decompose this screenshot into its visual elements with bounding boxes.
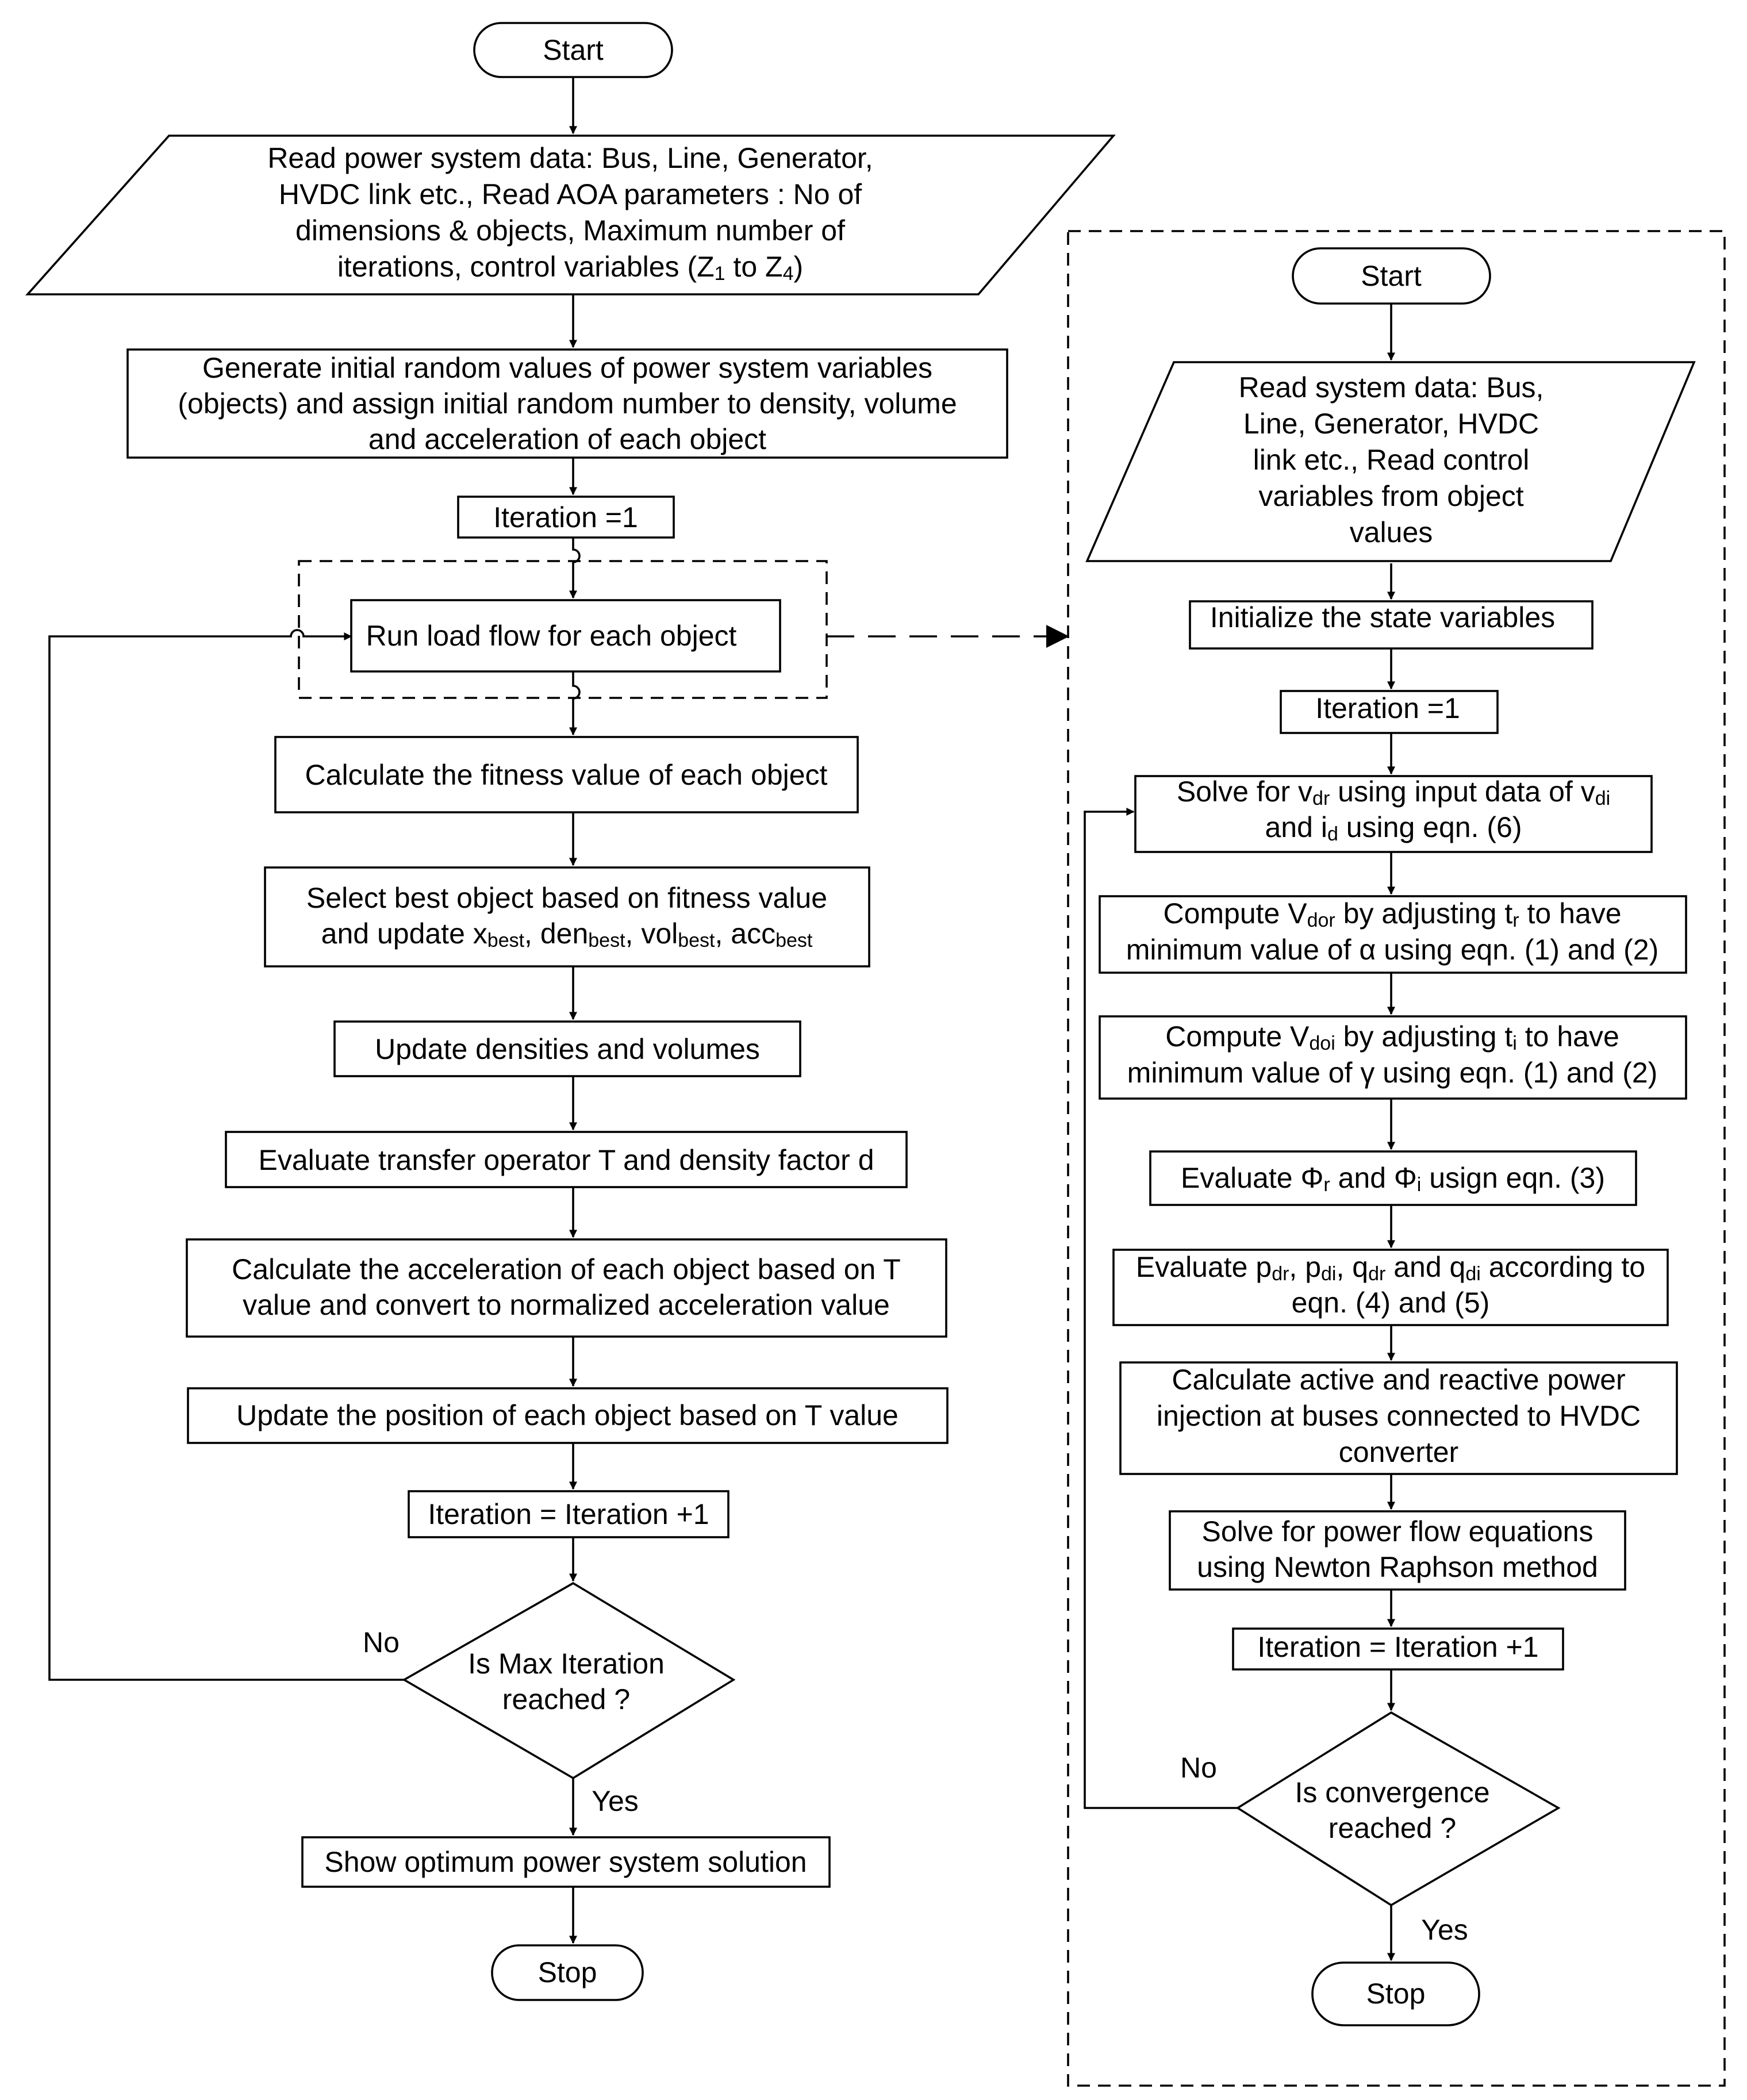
left-stop-node: Stop (491, 1944, 644, 2001)
left-generate-line-3: and acceleration of each object (368, 423, 766, 455)
left-evaluate-transfer-label: Evaluate transfer operator T and density… (259, 1144, 874, 1176)
left-select-best-line-2: and update xbest, denbest, volbest, accb… (321, 917, 813, 951)
right-yes-label: Yes (1421, 1914, 1468, 1946)
left-fitness-node: Calculate the fitness value of each obje… (274, 736, 859, 813)
left-connectors (48, 77, 1069, 1944)
left-read-data-line-3: dimensions & objects, Maximum number of (295, 214, 845, 247)
right-read-data-line-2: Line, Generator, HVDC (1243, 408, 1539, 440)
left-update-densities-node: Update densities and volumes (333, 1020, 801, 1077)
right-decision-line-2: reached ? (1329, 1812, 1456, 1844)
left-fitness-label: Calculate the fitness value of each obje… (305, 759, 828, 791)
right-evaluate-pq-line-1: Evaluate pdr, pdi, qdr and qdi according… (1136, 1251, 1645, 1285)
left-iteration-init-node: Iteration =1 (457, 496, 675, 539)
left-iteration-inc-label: Iteration = Iteration +1 (428, 1498, 709, 1530)
right-solve-vdr-node: Solve for vdr using input data of vdi an… (1134, 775, 1653, 853)
left-run-load-flow-label: Run load flow for each object (366, 620, 737, 652)
left-read-data-line-1: Read power system data: Bus, Line, Gener… (267, 142, 873, 174)
left-iteration-init-label: Iteration =1 (493, 501, 638, 533)
left-stop-label: Stop (538, 1956, 597, 1988)
left-generate-line-2: (objects) and assign initial random numb… (178, 387, 957, 420)
right-initialize-node: Initialize the state variables (1189, 600, 1594, 650)
left-update-position-node: Update the position of each object based… (187, 1387, 949, 1444)
right-decision-line-1: Is convergence (1295, 1776, 1489, 1809)
right-compute-vdor-line-1: Compute Vdor by adjusting tr to have (1163, 897, 1621, 931)
left-yes-label: Yes (592, 1785, 639, 1817)
right-compute-vdoi-line-1: Compute Vdoi by adjusting ti to have (1165, 1020, 1619, 1054)
right-iteration-inc-node: Iteration = Iteration +1 (1232, 1627, 1564, 1671)
right-compute-vdor-node: Compute Vdor by adjusting tr to have min… (1099, 895, 1687, 974)
right-read-data-line-1: Read system data: Bus, (1239, 371, 1544, 404)
left-show-solution-node: Show optimum power system solution (301, 1836, 831, 1888)
left-update-densities-label: Update densities and volumes (375, 1033, 760, 1065)
left-select-best-line-1: Select best object based on fitness valu… (306, 882, 827, 914)
right-iteration-init-label: Iteration =1 (1315, 692, 1460, 724)
left-acceleration-line-1: Calculate the acceleration of each objec… (232, 1253, 901, 1285)
right-decision-node: Is convergence reached ? (1235, 1711, 1561, 1907)
right-evaluate-phi-node: Evaluate Φr and Φi usign eqn. (3) (1149, 1150, 1637, 1206)
right-iteration-inc-label: Iteration = Iteration +1 (1257, 1631, 1538, 1663)
left-update-position-label: Update the position of each object based… (236, 1399, 899, 1431)
left-read-data-node: Read power system data: Bus, Line, Gener… (25, 135, 1116, 295)
right-evaluate-phi-label: Evaluate Φr and Φi usign eqn. (3) (1181, 1162, 1605, 1196)
left-no-label: No (363, 1626, 400, 1658)
right-read-data-line-3: link etc., Read control (1253, 444, 1530, 476)
left-generate-line-1: Generate initial random values of power … (202, 352, 932, 384)
right-read-data-node: Read system data: Bus, Line, Generator, … (1085, 361, 1696, 562)
left-read-data-line-4: iterations, control variables (Z1 to Z4) (337, 251, 803, 285)
right-no-label: No (1180, 1752, 1217, 1784)
left-iteration-inc-node: Iteration = Iteration +1 (408, 1490, 729, 1538)
left-acceleration-line-2: value and convert to normalized accelera… (243, 1289, 890, 1321)
load-flow-subprocess-frame (1067, 230, 1726, 2087)
right-compute-vdor-line-2: minimum value of α using eqn. (1) and (2… (1126, 934, 1659, 966)
right-evaluate-pq-line-2: eqn. (4) and (5) (1292, 1287, 1490, 1319)
right-initialize-label: Initialize the state variables (1210, 601, 1555, 634)
left-select-best-node: Select best object based on fitness valu… (264, 866, 870, 968)
left-read-data-line-2: HVDC link etc., Read AOA parameters : No… (279, 178, 862, 210)
right-stop-label: Stop (1366, 1978, 1426, 2010)
left-run-load-flow-node: Run load flow for each object (350, 599, 781, 673)
right-active-reactive-line-2: injection at buses connected to HVDC (1157, 1400, 1641, 1432)
right-read-data-line-5: values (1350, 516, 1433, 548)
left-decision-line-1: Is Max Iteration (468, 1648, 665, 1680)
right-newton-line-2: using Newton Raphson method (1197, 1551, 1598, 1583)
right-stop-node: Stop (1311, 1961, 1480, 2026)
right-iteration-init-node: Iteration =1 (1280, 690, 1499, 734)
left-acceleration-node: Calculate the acceleration of each objec… (186, 1238, 947, 1338)
right-active-reactive-line-1: Calculate active and reactive power (1172, 1364, 1625, 1396)
left-decision-line-2: reached ? (502, 1683, 630, 1715)
right-evaluate-pq-node: Evaluate pdr, pdi, qdr and qdi according… (1112, 1249, 1669, 1326)
right-read-data-line-4: variables from object (1258, 480, 1523, 512)
right-newton-line-1: Solve for power flow equations (1202, 1515, 1594, 1548)
left-start-label: Start (543, 34, 604, 66)
left-show-solution-label: Show optimum power system solution (324, 1846, 807, 1878)
right-connectors (1084, 304, 1395, 1961)
right-active-reactive-node: Calculate active and reactive power inje… (1119, 1361, 1678, 1475)
right-start-node: Start (1292, 247, 1491, 305)
right-compute-vdoi-line-2: minimum value of γ using eqn. (1) and (2… (1127, 1057, 1658, 1089)
right-start-label: Start (1361, 260, 1422, 292)
right-compute-vdoi-node: Compute Vdoi by adjusting ti to have min… (1099, 1015, 1687, 1100)
left-evaluate-transfer-node: Evaluate transfer operator T and density… (225, 1131, 908, 1188)
left-start-node: Start (473, 22, 673, 78)
left-generate-node: Generate initial random values of power … (126, 348, 1008, 459)
left-decision-node: Is Max Iteration reached ? (402, 1581, 736, 1780)
right-solve-vdr-line-2: and id using eqn. (6) (1265, 811, 1522, 845)
right-solve-vdr-line-1: Solve for vdr using input data of vdi (1177, 775, 1610, 809)
right-newton-node: Solve for power flow equations using New… (1169, 1510, 1626, 1591)
right-active-reactive-line-3: converter (1339, 1436, 1458, 1468)
